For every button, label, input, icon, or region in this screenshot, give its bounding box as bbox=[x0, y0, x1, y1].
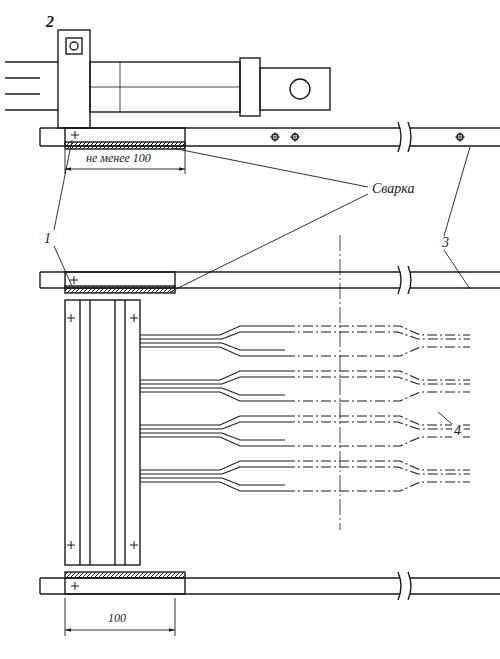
conductor bbox=[285, 422, 470, 429]
bus-bar bbox=[40, 572, 500, 600]
center-line bbox=[340, 235, 341, 530]
conductor bbox=[140, 416, 285, 425]
conductor bbox=[140, 467, 285, 474]
callout-number: 1 bbox=[42, 232, 53, 246]
weld-plate bbox=[65, 128, 185, 149]
conductor bbox=[285, 482, 470, 491]
dimension-text: 100 bbox=[106, 612, 128, 624]
conductor bbox=[140, 461, 285, 470]
callout-number: 2 bbox=[44, 14, 56, 30]
dimension-line bbox=[65, 150, 185, 174]
callout-number: 3 bbox=[440, 236, 451, 250]
terminal-block bbox=[65, 300, 140, 565]
leader-line bbox=[54, 140, 470, 424]
conductor bbox=[285, 467, 470, 474]
dimension-line bbox=[65, 598, 175, 636]
callout-number: 4 bbox=[452, 424, 463, 438]
conductor bbox=[140, 482, 285, 491]
conductor bbox=[285, 347, 470, 356]
conductor bbox=[140, 377, 285, 384]
conductor-group bbox=[140, 326, 470, 491]
conductor bbox=[285, 377, 470, 384]
conductor bbox=[285, 461, 470, 470]
conductor bbox=[285, 332, 470, 339]
conductor bbox=[285, 416, 470, 425]
conductor bbox=[285, 371, 470, 380]
dimension-text: не менее 100 bbox=[84, 152, 153, 164]
conductor bbox=[140, 332, 285, 339]
conductor bbox=[140, 347, 285, 356]
conductor bbox=[285, 437, 470, 446]
conductor bbox=[140, 371, 285, 380]
conductor bbox=[140, 326, 285, 335]
clamp-and-cylinder bbox=[5, 30, 330, 128]
note-text: Сварка bbox=[370, 182, 417, 196]
conductor bbox=[140, 392, 285, 401]
bus-bar bbox=[40, 122, 500, 152]
conductor bbox=[140, 422, 285, 429]
conductor bbox=[285, 392, 470, 401]
conductor bbox=[140, 437, 285, 446]
conductor bbox=[285, 326, 470, 335]
bus-bar bbox=[40, 266, 500, 294]
